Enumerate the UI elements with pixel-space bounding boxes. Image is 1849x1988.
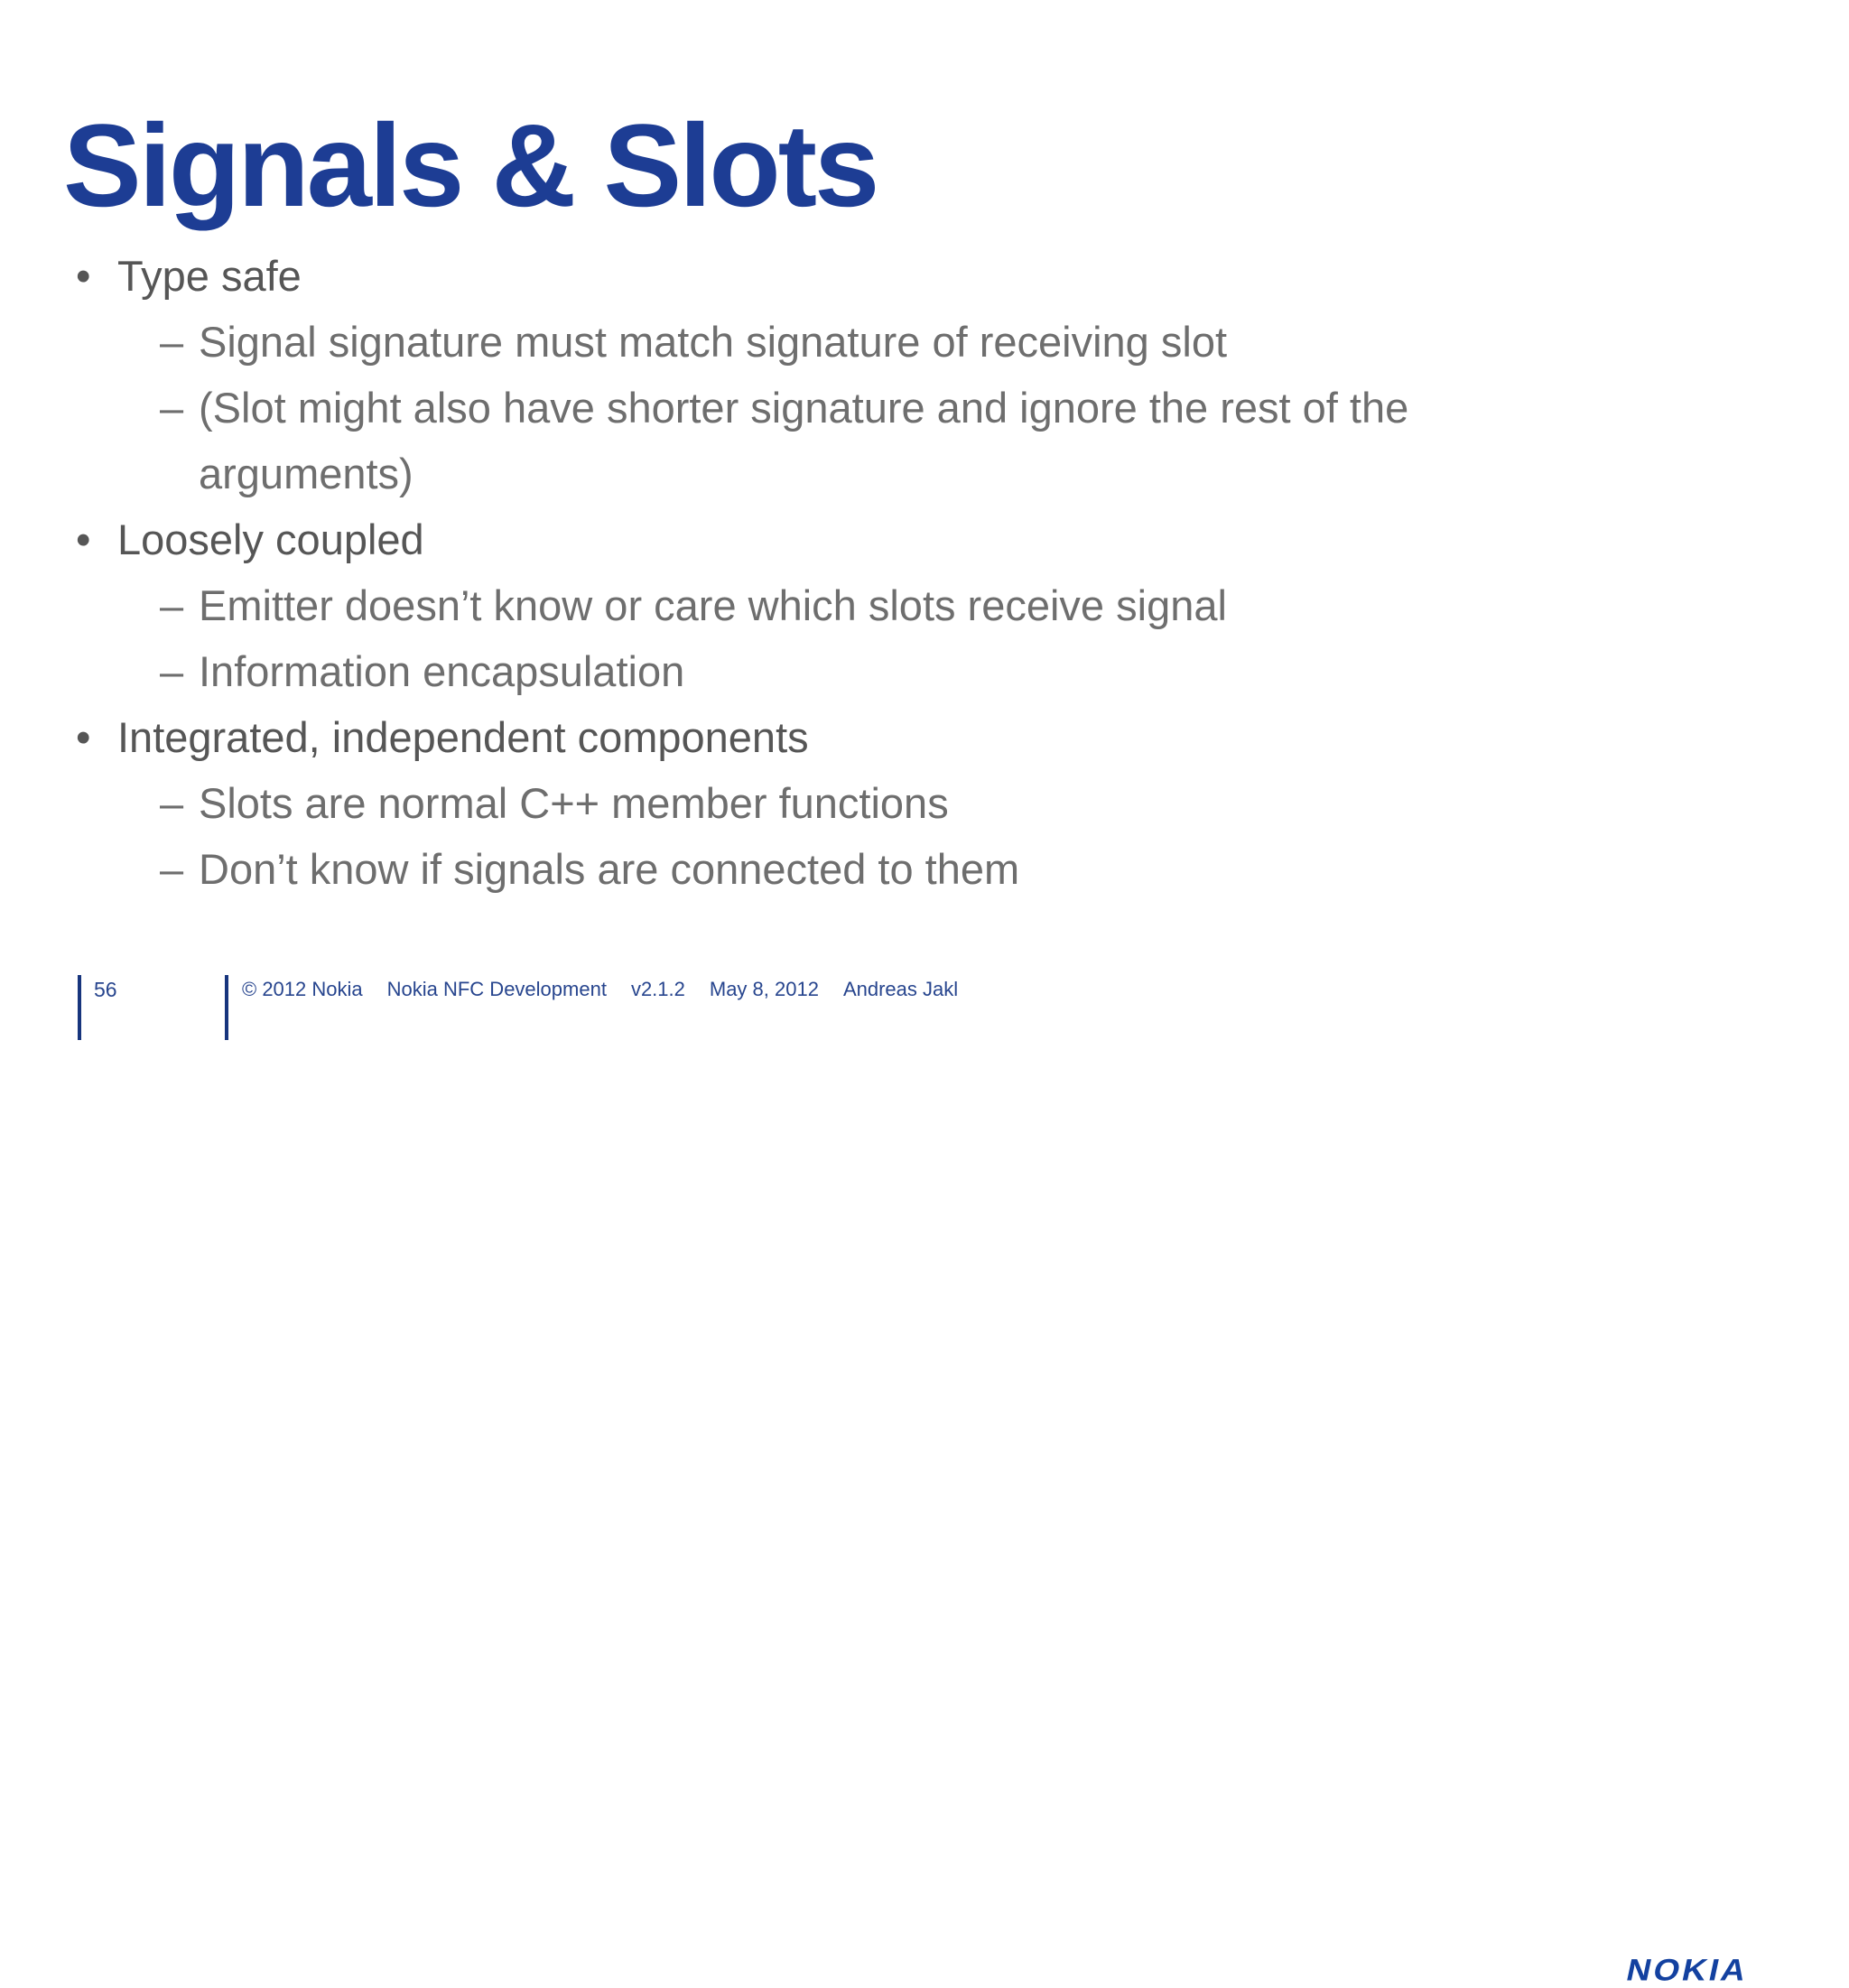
bullet-text: Signal signature must match signature of… [199,318,1228,366]
bullet-item: • Loosely coupled [76,506,1715,572]
page-number-bar [78,975,81,1040]
bullet-marker: • [76,516,91,563]
bullet-text: Information encapsulation [199,647,685,695]
bullet-item: –Slots are normal C++ member functions [160,770,1715,836]
bullet-text: Emitter doesn’t know or care which slots… [199,581,1227,629]
bullet-marker: • [76,713,91,761]
footer-copyright: © 2012 Nokia [242,978,363,1000]
page-number: 56 [94,978,117,1001]
bullet-item: –Don’t know if signals are connected to … [160,836,1715,902]
bullet-text: Don’t know if signals are connected to t… [199,845,1020,893]
bullet-item: • Integrated, independent components [76,704,1715,770]
bullet-text: Integrated, independent components [117,713,809,761]
nokia-logo: NOKIA [1623,1953,1752,1988]
slide-root: { "slide": { "title": "Signals & Slots",… [0,99,1849,1988]
footer-date: May 8, 2012 [709,978,819,1000]
bullet-list: •Type safe–Signal signature must match s… [0,243,1715,902]
footer-author: Andreas Jakl [842,978,959,1000]
bullet-marker: – [160,845,184,893]
bullet-text: Type safe [117,252,302,300]
bullet-marker: – [160,647,184,695]
bullet-item: –Signal signature must match signature o… [160,309,1715,375]
bullet-marker: – [160,318,184,366]
bullet-marker: – [160,779,184,827]
footer-text: © 2012 Nokia Nokia NFC Development v2.1.… [242,978,958,1001]
bullet-marker: – [160,384,184,432]
bullet-item: –Emitter doesn’t know or care which slot… [160,572,1715,638]
bullet-text: Slots are normal C++ member functions [199,779,949,827]
bullet-marker: – [160,581,184,629]
footer-separator-bar [225,975,228,1040]
footer-presentation-name: Nokia NFC Development [386,978,607,1000]
bullet-marker: • [76,252,91,300]
footer: 56 © 2012 Nokia Nokia NFC Development v2… [0,975,1849,1987]
bullet-text: Loosely coupled [117,516,424,563]
bullet-text: (Slot might also have shorter signature … [199,384,1409,497]
footer-version: v2.1.2 [630,978,685,1000]
bullet-item: • Type safe [76,243,1715,309]
bullet-item: –Information encapsulation [160,638,1715,704]
slide-title: Signals & Slots [63,99,879,232]
bullet-item: –(Slot might also have shorter signature… [160,375,1715,506]
